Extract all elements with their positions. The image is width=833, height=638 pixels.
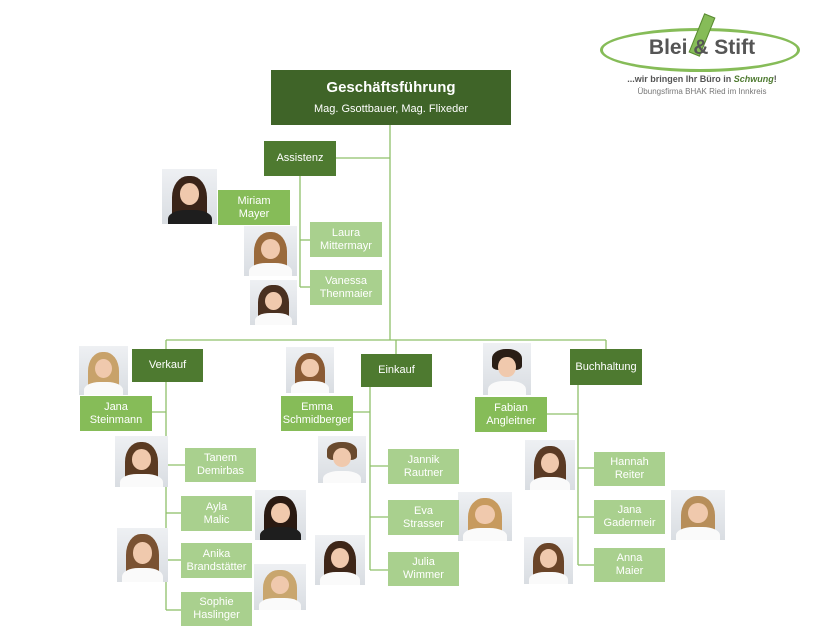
- logo-tagline: ...wir bringen Ihr Büro in Schwung!: [598, 74, 806, 84]
- last-name: Mayer: [238, 207, 270, 220]
- last-name: Malic: [203, 513, 230, 526]
- photo-tanem-demirbas: [115, 436, 168, 487]
- dept-buchhaltung: Buchhaltung: [570, 349, 642, 385]
- photo-miriam-mayer: [162, 169, 217, 224]
- last-name: Thenmaier: [319, 287, 373, 300]
- photo-eva-strasser: [458, 492, 512, 541]
- photo-anika-brandstaetter: [117, 528, 168, 582]
- first-name: Jana: [617, 504, 642, 516]
- dept-label: Assistenz: [276, 152, 324, 164]
- dept-einkauf: Einkauf: [361, 354, 432, 387]
- management-box: Geschäftsführung Mag. Gsottbauer, Mag. F…: [271, 70, 511, 125]
- employee-julia-wimmer: Julia Wimmer: [388, 552, 459, 586]
- employee-eva-strasser: Eva Strasser: [388, 500, 459, 535]
- employee-miriam-mayer: Miriam Mayer: [218, 190, 290, 225]
- employee-sophie-haslinger: Sophie Haslinger: [181, 592, 252, 626]
- last-name: Gadermeir: [603, 517, 656, 529]
- photo-jana-steinmann: [79, 346, 128, 395]
- employee-jana-steinmann: Jana Steinmann: [80, 396, 152, 431]
- last-name: Schmidberger: [282, 413, 352, 426]
- logo-tagline-end: !: [773, 74, 777, 84]
- management-names: Mag. Gsottbauer, Mag. Flixeder: [313, 103, 469, 115]
- last-name: Reiter: [614, 469, 645, 481]
- last-name: Rautner: [403, 466, 444, 479]
- employee-hannah-reiter: Hannah Reiter: [594, 452, 665, 486]
- employee-laura-mittermayr: Laura Mittermayr: [310, 222, 382, 257]
- first-name: Jannik: [407, 453, 440, 466]
- employee-tanem-demirbas: Tanem Demirbas: [185, 448, 256, 482]
- employee-anna-maier: Anna Maier: [594, 548, 665, 582]
- first-name: Laura: [331, 226, 361, 239]
- photo-anna-maier: [524, 537, 573, 584]
- first-name: Emma: [301, 400, 333, 413]
- employee-anika-brandstaetter: Anika Brandstätter: [181, 543, 252, 578]
- employee-jana-gadermeir: Jana Gadermeir: [594, 500, 665, 534]
- photo-jannik-rautner: [318, 436, 366, 483]
- logo-tagline-start: ...wir bringen Ihr Büro in: [627, 74, 732, 84]
- photo-julia-wimmer: [315, 535, 365, 585]
- first-name: Vanessa: [325, 274, 367, 287]
- first-name: Eva: [414, 504, 433, 517]
- photo-laura-mittermayr: [244, 226, 297, 276]
- first-name: Fabian: [494, 401, 528, 414]
- last-name: Steinmann: [89, 413, 143, 426]
- last-name: Brandstätter: [186, 560, 247, 573]
- first-name: Ayla: [205, 500, 228, 513]
- photo-jana-gadermeir: [671, 490, 725, 540]
- photo-emma-schmidberger: [286, 347, 334, 393]
- dept-label: Verkauf: [148, 359, 187, 371]
- photo-hannah-reiter: [525, 440, 575, 490]
- employee-emma-schmidberger: Emma Schmidberger: [281, 396, 353, 431]
- last-name: Demirbas: [196, 465, 245, 477]
- last-name: Wimmer: [403, 569, 444, 581]
- first-name: Anna: [616, 552, 643, 564]
- first-name: Miriam: [237, 194, 271, 207]
- employee-ayla-malic: Ayla Malic: [181, 496, 252, 531]
- last-name: Maier: [615, 565, 644, 577]
- last-name: Haslinger: [193, 609, 240, 621]
- logo-subtitle: Übungsfirma BHAK Ried im Innkreis: [637, 87, 767, 96]
- first-name: Julia: [412, 556, 435, 568]
- photo-ayla-malic: [255, 490, 306, 540]
- first-name: Hannah: [610, 456, 649, 468]
- last-name: Mittermayr: [320, 239, 372, 252]
- first-name: Tanem: [203, 452, 238, 464]
- company-logo: Blei & Stift ...wir bringen Ihr Büro in …: [598, 13, 806, 100]
- first-name: Sophie: [199, 596, 234, 608]
- employee-jannik-rautner: Jannik Rautner: [388, 449, 459, 484]
- dept-label: Einkauf: [378, 364, 415, 376]
- last-name: Strasser: [403, 517, 444, 530]
- photo-fabian-angleitner: [483, 343, 531, 395]
- photo-sophie-haslinger: [254, 564, 306, 610]
- first-name: Anika: [202, 547, 231, 560]
- dept-assistenz: Assistenz: [264, 141, 336, 176]
- employee-fabian-angleitner: Fabian Angleitner: [475, 397, 547, 432]
- management-title: Geschäftsführung: [326, 79, 456, 96]
- employee-vanessa-thenmaier: Vanessa Thenmaier: [310, 270, 382, 305]
- first-name: Jana: [104, 400, 128, 413]
- last-name: Angleitner: [486, 414, 536, 427]
- logo-name: Blei & Stift: [648, 36, 756, 59]
- photo-vanessa-thenmaier: [250, 280, 297, 325]
- dept-label: Buchhaltung: [575, 360, 637, 373]
- logo-tagline-emphasis: Schwung: [733, 74, 774, 84]
- dept-verkauf: Verkauf: [132, 349, 203, 382]
